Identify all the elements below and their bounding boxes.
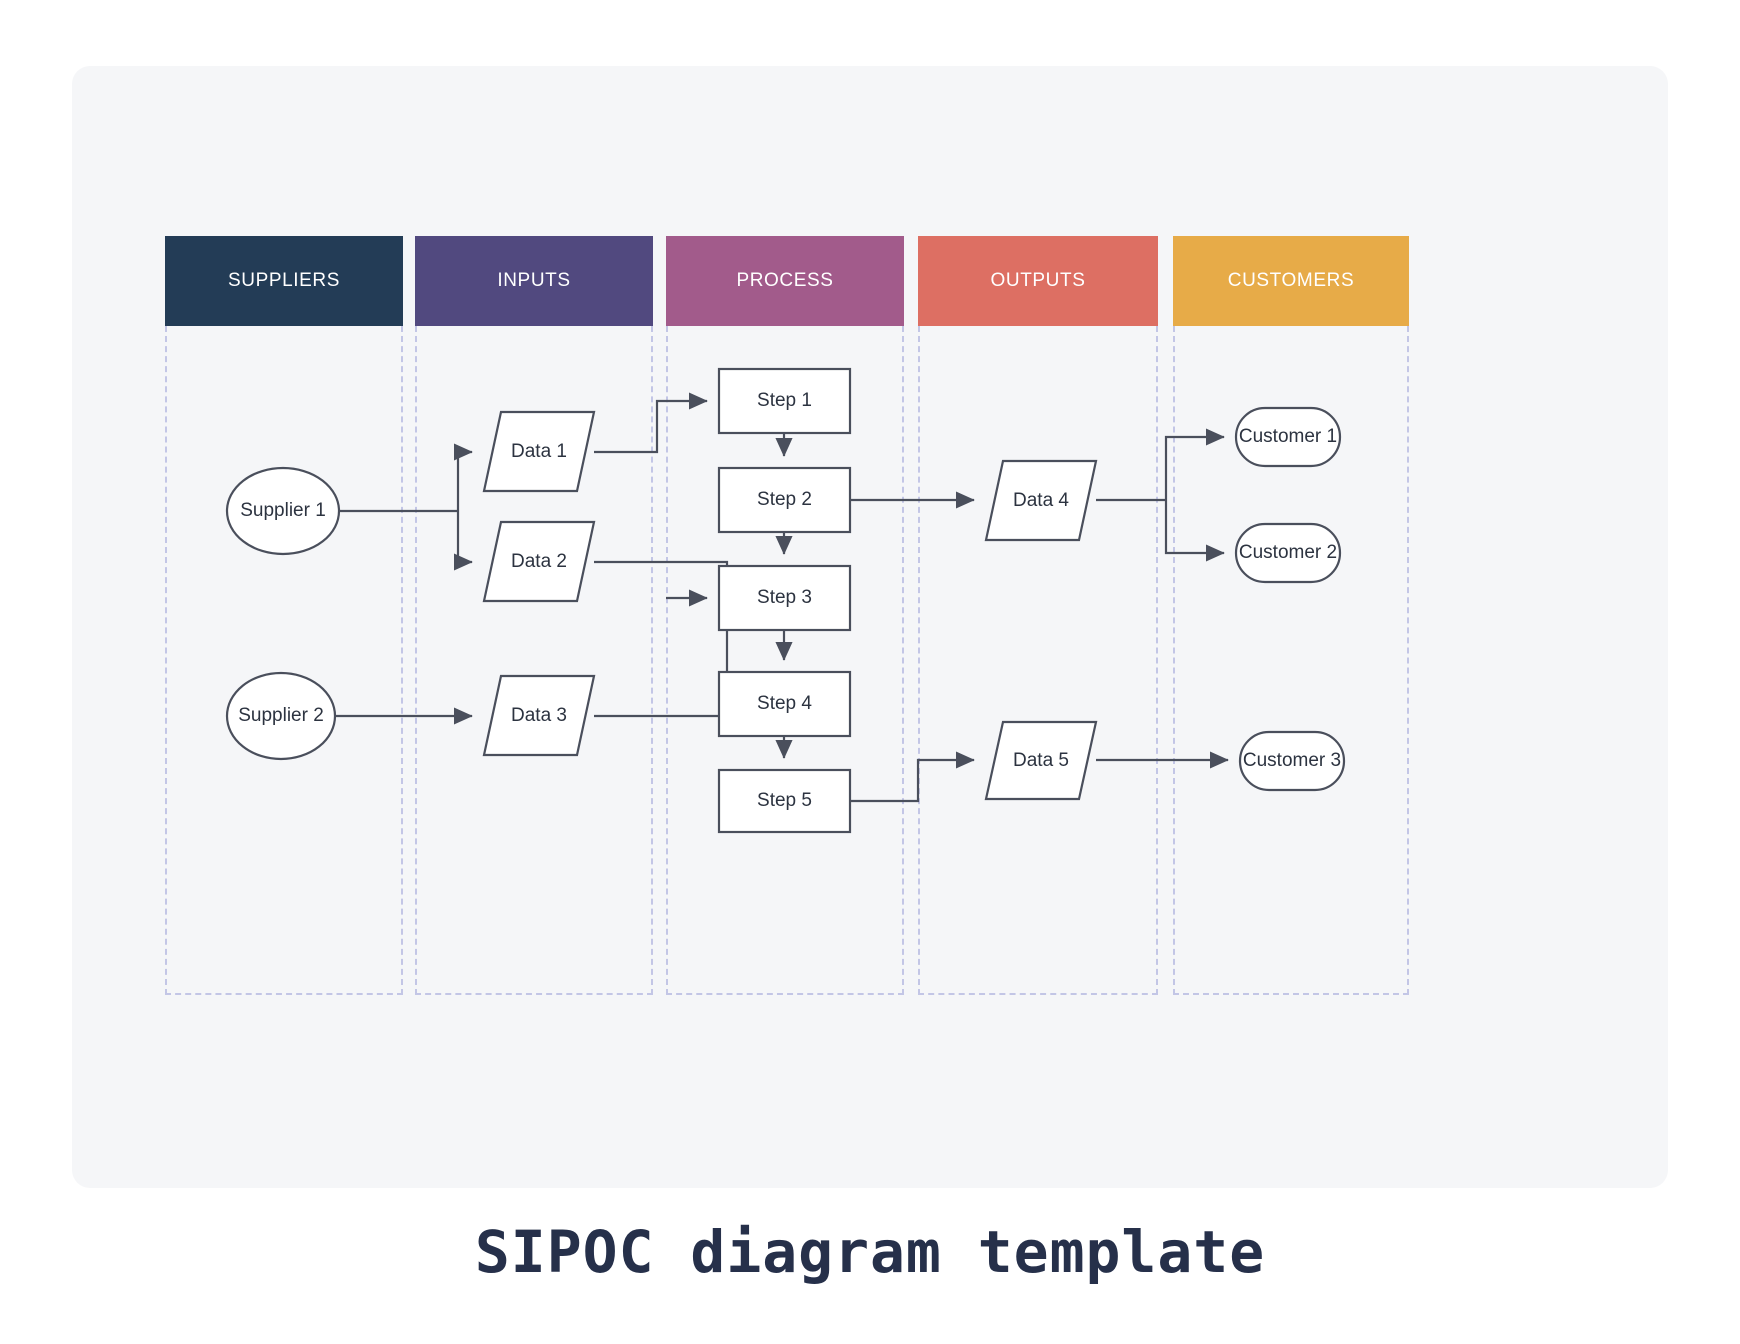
connector-data3-to-merge xyxy=(594,598,729,718)
node-data-3[interactable] xyxy=(482,674,596,757)
node-customer-2[interactable] xyxy=(1234,522,1342,584)
lane-body-customers xyxy=(1173,326,1409,995)
lane-header-label: CUSTOMERS xyxy=(1227,270,1355,291)
node-step-4[interactable] xyxy=(717,670,852,738)
node-step-1[interactable] xyxy=(717,367,852,435)
lane-header-customers[interactable]: CUSTOMERS xyxy=(1173,236,1409,326)
lane-header-label: OUTPUTS xyxy=(990,270,1086,291)
node-data-1[interactable] xyxy=(482,410,596,493)
node-data-4[interactable] xyxy=(984,459,1098,542)
lane-header-label: INPUTS xyxy=(497,270,571,291)
node-step-5[interactable] xyxy=(717,768,852,834)
lane-body-suppliers xyxy=(165,326,403,995)
diagram-title: SIPOC diagram template xyxy=(474,1218,1266,1286)
lane-header-label: PROCESS xyxy=(736,270,834,291)
node-data-5[interactable] xyxy=(984,720,1098,801)
lane-header-process[interactable]: PROCESS xyxy=(666,236,904,326)
connector-data1-to-step1 xyxy=(594,392,708,454)
node-supplier-1[interactable] xyxy=(225,466,341,556)
node-data-2[interactable] xyxy=(482,520,596,603)
node-step-2[interactable] xyxy=(717,466,852,534)
lane-header-outputs[interactable]: OUTPUTS xyxy=(918,236,1158,326)
connector-split-to-customer1 xyxy=(1164,428,1225,500)
lane-body-process xyxy=(666,326,904,995)
node-supplier-2[interactable] xyxy=(225,671,337,761)
connector-data2-to-step3 xyxy=(594,560,729,598)
lane-body-inputs xyxy=(415,326,653,995)
connector-split-to-data1 xyxy=(453,443,473,511)
lane-header-suppliers[interactable]: SUPPLIERS xyxy=(165,236,403,326)
connector-split-to-data2 xyxy=(453,511,473,571)
lane-header-label: SUPPLIERS xyxy=(227,270,341,291)
node-step-3[interactable] xyxy=(717,564,852,632)
lane-header-inputs[interactable]: INPUTS xyxy=(415,236,653,326)
lane-body-outputs xyxy=(918,326,1158,995)
node-customer-1[interactable] xyxy=(1234,406,1342,468)
connector-split-to-customer2 xyxy=(1164,500,1225,562)
node-customer-3[interactable] xyxy=(1238,730,1346,792)
connector-step5-to-data5 xyxy=(850,751,975,803)
